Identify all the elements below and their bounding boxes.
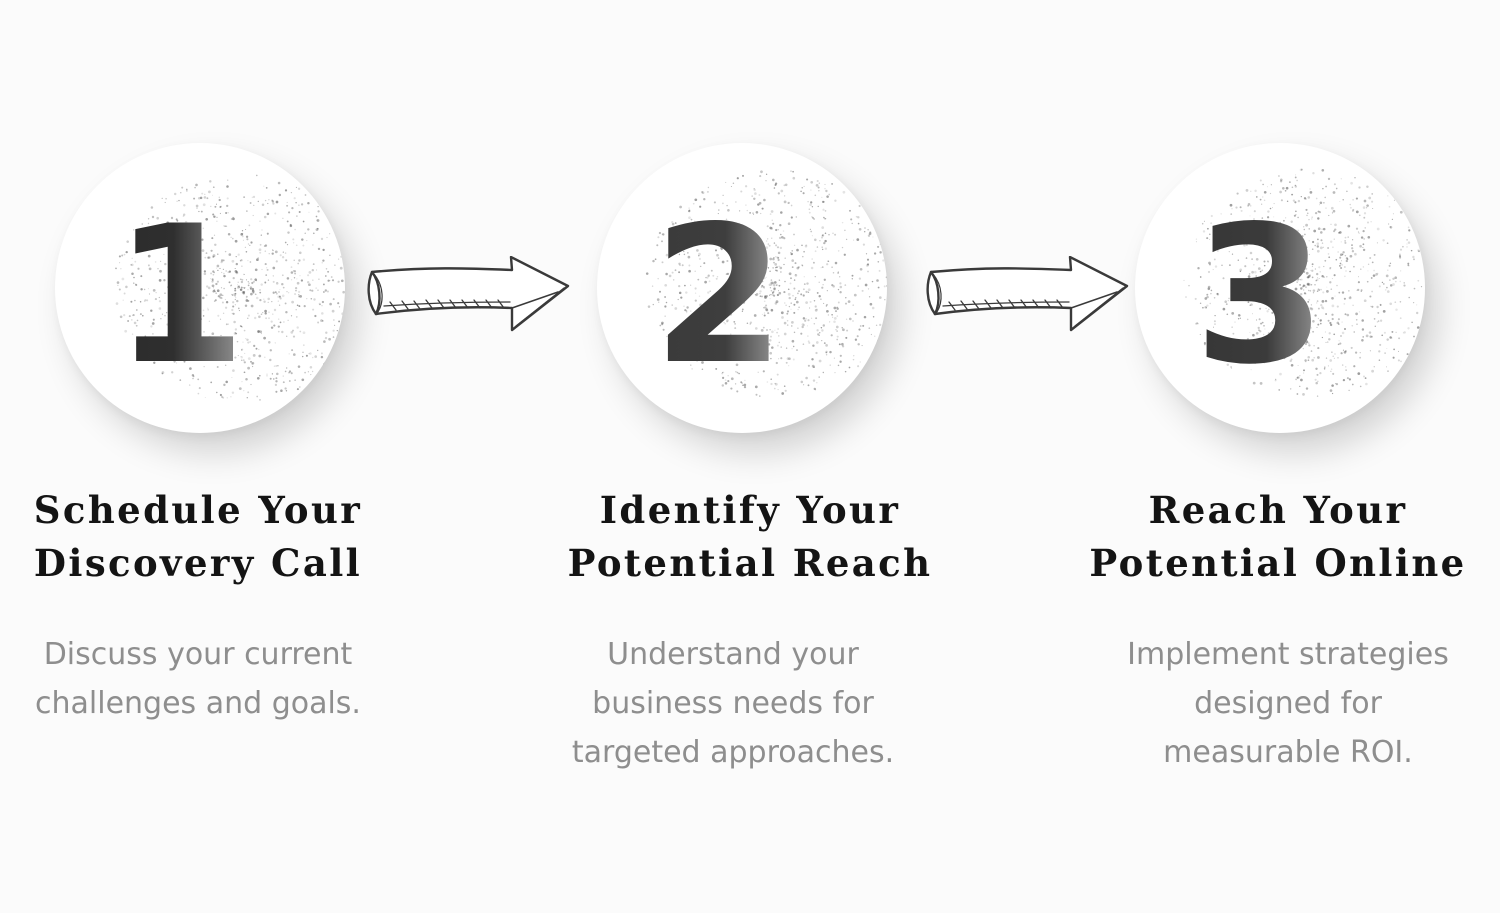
step-1-title: Schedule Your Discovery Call [0, 484, 408, 590]
sketch-arrow-right-icon [367, 256, 570, 332]
step-3-circle: 3 [1135, 143, 1425, 433]
step-3-desc-line-2: designed for [1194, 686, 1382, 721]
step-3-number: 3 [1194, 185, 1326, 406]
step-1-number: 1 [114, 185, 246, 406]
step-3-desc-line-3: measurable ROI. [1163, 735, 1413, 770]
step-2-desc-line-3: targeted approaches. [571, 735, 895, 770]
step-2-title: Identify Your Potential Reach [540, 484, 960, 590]
step-1-title-line-1: Schedule Your [33, 488, 363, 532]
step-2-number-icon: 2 [645, 170, 887, 406]
step-2-description: Understand your business needs for targe… [513, 630, 953, 777]
step-2-desc-line-1: Understand your [607, 637, 859, 672]
step-3-desc-line-1: Implement strategies [1127, 637, 1449, 672]
step-1-desc-line-2: challenges and goals. [35, 686, 361, 721]
step-2-title-line-2: Potential Reach [567, 541, 933, 585]
step-1-description: Discuss your current challenges and goal… [0, 630, 418, 728]
step-1-number-icon: 1 [114, 174, 345, 406]
step-3-description: Implement strategies designed for measur… [1068, 630, 1500, 777]
sketch-arrow-right-icon [926, 256, 1129, 332]
step-3-title: Reach Your Potential Online [1068, 484, 1488, 590]
step-3-title-line-2: Potential Online [1089, 541, 1467, 585]
step-1-title-line-2: Discovery Call [33, 541, 363, 585]
step-1-desc-line-1: Discuss your current [43, 637, 353, 672]
step-2-circle: 2 [597, 143, 887, 433]
step-2-title-line-1: Identify Your [599, 488, 901, 532]
step-2-desc-line-2: business needs for [592, 686, 874, 721]
step-1-circle: 1 [55, 143, 345, 433]
step-3-number-icon: 3 [1183, 168, 1425, 406]
step-2-number: 2 [653, 185, 785, 406]
step-3-title-line-1: Reach Your [1148, 488, 1408, 532]
